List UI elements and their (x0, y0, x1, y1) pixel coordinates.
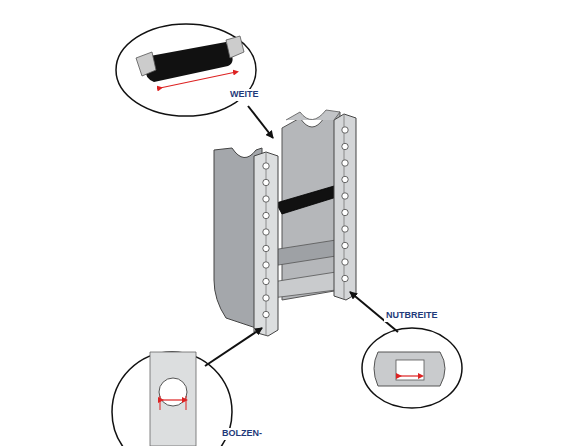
callout-label: BOLZEN- (220, 428, 264, 440)
dimension-line (399, 375, 421, 376)
left-rail (254, 152, 278, 336)
callout-oval (116, 24, 256, 116)
base-plate (272, 272, 336, 298)
right-rail (334, 114, 356, 300)
rail-holes (263, 127, 348, 318)
callout-oval (362, 328, 462, 408)
slot-detail (396, 360, 424, 380)
callout-label: NUTBREITE (384, 310, 440, 322)
cross-member (272, 240, 336, 266)
callout-label: WEITE (228, 89, 261, 101)
dimension-line (160, 72, 236, 88)
callout-circle (112, 352, 232, 446)
pin-hole (159, 378, 187, 406)
dimension-line (161, 399, 185, 400)
leader-arrow (248, 106, 273, 138)
pin-bar (276, 186, 340, 214)
leader-arrow (205, 328, 262, 366)
